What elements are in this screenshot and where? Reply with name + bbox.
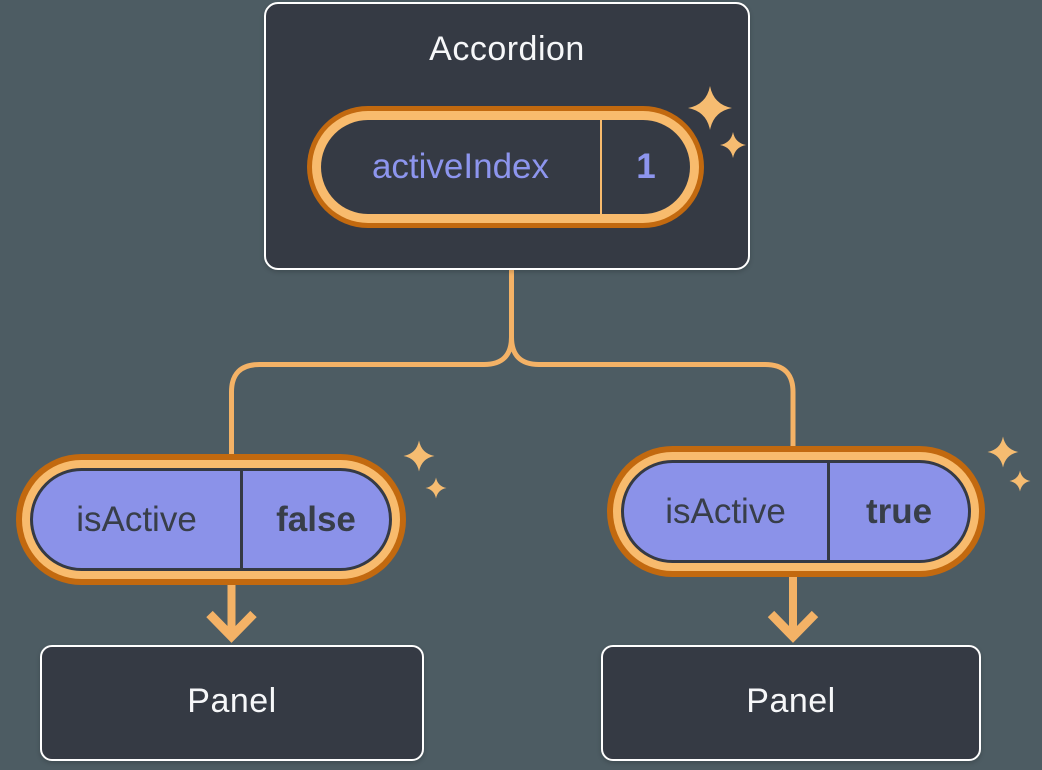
prop-pill-left-body: isActive false	[30, 468, 392, 571]
component-title: Accordion	[429, 30, 585, 68]
prop-pill-left-ring: isActive false	[22, 460, 400, 579]
panel-label: Panel	[187, 681, 277, 720]
state-pill: activeIndex 1	[307, 106, 704, 228]
sparkle-icon	[425, 477, 447, 499]
sparkle-icon	[987, 436, 1019, 468]
prop-pill-right-body: isActive true	[621, 460, 971, 563]
state-value: 1	[636, 147, 656, 186]
state-pill-divider	[600, 120, 602, 214]
sparkle-icon	[403, 440, 435, 472]
panel-box-left: Panel	[40, 645, 424, 761]
prop-pill-right: isActive true	[607, 446, 985, 577]
prop-pill-right-ring: isActive true	[613, 452, 979, 571]
prop-pill-left: isActive false	[16, 454, 406, 585]
state-name: activeIndex	[371, 147, 550, 186]
connector-right-branch	[509, 270, 796, 455]
arrow-right-head-icon	[767, 610, 819, 643]
prop-value: false	[276, 499, 356, 539]
connector-left-branch	[229, 270, 514, 462]
prop-pill-divider	[827, 463, 830, 560]
state-pill-body: activeIndex 1	[321, 120, 690, 214]
panel-box-right: Panel	[601, 645, 981, 761]
arrow-left-head-icon	[206, 610, 257, 643]
prop-value: true	[865, 491, 933, 531]
prop-pill-divider	[240, 471, 243, 568]
sparkle-icon	[1009, 470, 1031, 492]
prop-name: isActive	[76, 499, 197, 539]
panel-label: Panel	[746, 681, 836, 720]
state-pill-ring: activeIndex 1	[312, 111, 699, 223]
accordion-component-box: Accordion activeIndex 1	[264, 2, 750, 270]
prop-name: isActive	[665, 491, 786, 531]
